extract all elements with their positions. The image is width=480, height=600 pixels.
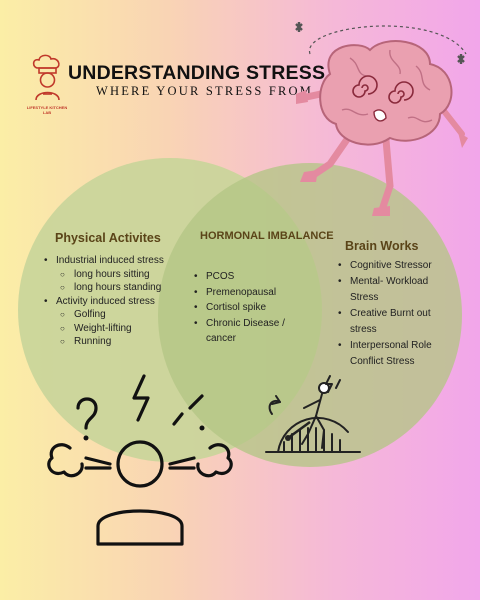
list-item: Premenopausal [192,285,298,301]
heading-brain: Brain Works [345,239,419,253]
list-item: Creative Burnt out stress [336,306,450,338]
list-item: Activity induced stress [42,295,182,309]
heading-hormonal: HORMONAL IMBALANCE [200,230,334,242]
chef-logo-icon [32,54,60,101]
heading-physical: Physical Activites [55,231,161,245]
page-subtitle: WHERE YOUR STRESS FROM [96,84,314,98]
list-brain: Cognitive Stressor Mental- Workload Stre… [336,258,450,370]
list-item: Mental- Workload Stress [336,274,450,306]
stressed-person-icon [47,374,233,546]
logo-text: LIFESTYLE KITCHEN LAB [26,105,68,115]
list-item: Weight-lifting [42,322,182,336]
list-item: Running [42,335,182,349]
list-item: Golfing [42,308,182,322]
list-physical: Industrial induced stress long hours sit… [42,254,182,349]
list-item: long hours sitting [42,268,182,282]
list-hormonal: PCOS Premenopausal Cortisol spike Chroni… [192,269,298,347]
venn-circle-brain [158,163,462,467]
stress-gauge-icon [265,375,361,453]
list-item: Cortisol spike [192,300,298,316]
list-item: Chronic Disease / cancer [192,316,298,347]
dizzy-brain-icon [295,22,468,216]
list-item: Cognitive Stressor [336,258,450,274]
list-item: Interpersonal Role Conflict Stress [336,338,450,370]
list-item: long hours standing [42,281,182,295]
list-item: Industrial induced stress [42,254,182,268]
page-title: UNDERSTANDING STRESS [68,62,326,84]
list-item: PCOS [192,269,298,285]
